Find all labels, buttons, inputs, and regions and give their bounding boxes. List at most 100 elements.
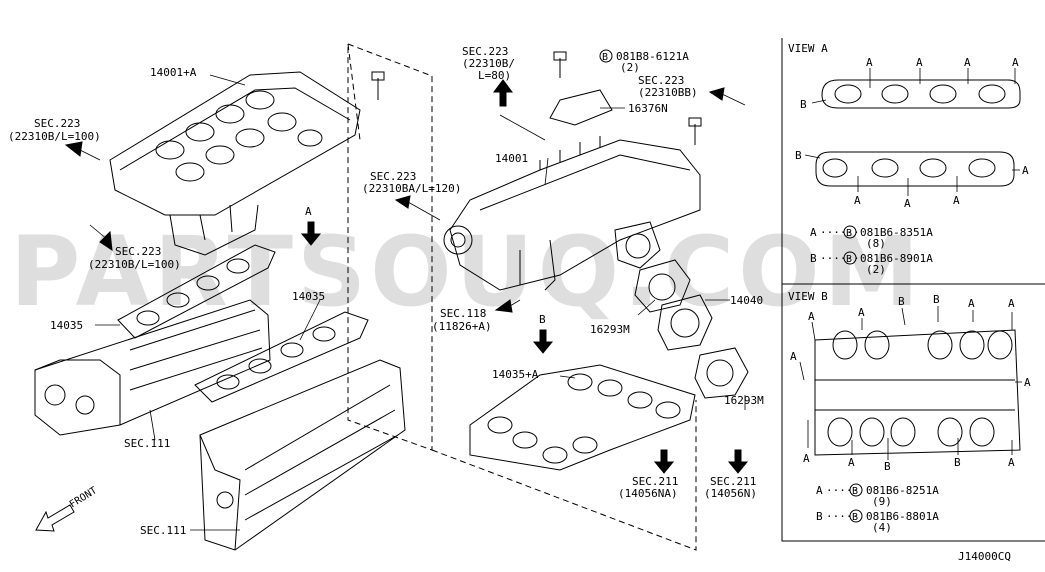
view-a-letter: A (866, 56, 873, 69)
label-sec211-n: SEC.211 (710, 475, 756, 488)
label-sec211-na-sub: (14056NA) (618, 487, 678, 500)
bolt-icon (371, 51, 702, 145)
bolt-b-circle (599, 49, 613, 63)
label-14040: 14040 (730, 294, 763, 307)
label-sec111-a: SEC.111 (124, 437, 170, 450)
view-a-letter: A (953, 194, 960, 207)
label-view-b-arrow: B (539, 313, 546, 326)
gasket-16293m-a (634, 259, 691, 313)
view-a-letter: A (964, 56, 971, 69)
label-sec223-top-sub: (22310B/L=100) (8, 130, 101, 143)
view-b-legend: A ····· B 081B6-8251A (9) B ····· B 081B… (816, 483, 939, 534)
view-a-title: VIEW A (788, 42, 828, 55)
diagram-code: J14000CQ (958, 550, 1011, 563)
legend-qty: (2) (866, 263, 886, 276)
label-bolt-top-qty: (2) (620, 61, 640, 74)
view-b-letter: A (1008, 297, 1015, 310)
label-16293m-a: 16293M (590, 323, 630, 336)
view-b-letter: A (790, 350, 797, 363)
view-b-markers: A B B A A A A A A B B A A (790, 293, 1031, 473)
label-sec223-l80: SEC.223 (462, 45, 508, 58)
legend-qty: (4) (872, 521, 892, 534)
view-b-letter: B (884, 460, 891, 473)
gasket-14040 (657, 294, 713, 351)
label-view-a-arrow: A (305, 205, 312, 218)
intake-gasket-left (117, 244, 276, 339)
view-a-letter: A (1012, 56, 1019, 69)
legend-circle: B (846, 254, 852, 265)
view-b-letter: B (954, 456, 961, 469)
label-sec223-bottom-sub: (22310B/L=100) (88, 258, 181, 271)
view-b-letter: A (968, 297, 975, 310)
cylinder-head-left (34, 299, 271, 436)
label-14035-left: 14035 (50, 319, 83, 332)
view-b-letter: A (1024, 376, 1031, 389)
front-direction-indicator: FRONT (35, 485, 99, 532)
view-b-letter: A (808, 310, 815, 323)
label-16376n: 16376N (628, 102, 668, 115)
svg-text:······: ······ (820, 226, 860, 239)
legend-key: B (810, 252, 817, 265)
label-sec223-bottom: SEC.223 (115, 245, 161, 258)
view-a-letter: B (795, 149, 802, 162)
label-sec211-na: SEC.211 (632, 475, 678, 488)
view-a-letter: A (904, 197, 911, 210)
legend-key: A (810, 226, 817, 239)
legend-part: 081B6-8251A (866, 484, 939, 497)
label-bolt-top-circle: B (602, 52, 608, 63)
view-a-markers: A A A A B B A A A A (795, 56, 1029, 210)
view-b-letter: A (858, 306, 865, 319)
legend-part: 081B6-8351A (860, 226, 933, 239)
view-a-letter: A (1022, 164, 1029, 177)
gasket-16293m-b (694, 347, 749, 399)
label-sec223-ba-sub: (22310BA/L=120) (362, 182, 461, 195)
cylinder-head-right (199, 359, 406, 551)
legend-key: B (816, 510, 823, 523)
legend-qty: (8) (866, 237, 886, 250)
view-a-letter: A (916, 56, 923, 69)
legend-circle: B (852, 512, 858, 523)
legend-qty: (9) (872, 495, 892, 508)
label-16293m-b: 16293M (724, 394, 764, 407)
label-sec118: SEC.118 (440, 307, 486, 320)
view-b-letter: A (848, 456, 855, 469)
part-labels: 14001+A SEC.223 (22310B/L=100) SEC.223 (… (8, 45, 764, 537)
upper-intake-manifold-left (109, 71, 361, 256)
view-a-legend: A ······ B 081B6-8351A (8) B ······ B 08… (810, 225, 933, 276)
label-sec223-ba: SEC.223 (370, 170, 416, 183)
watermark: PARTSOUQ.COM (10, 216, 923, 328)
direction-arrows (64, 79, 749, 474)
view-a-letter: A (854, 194, 861, 207)
front-label: FRONT (68, 485, 99, 510)
label-14001: 14001 (495, 152, 528, 165)
legend-circle: B (846, 228, 852, 239)
legend-part: 081B6-8901A (860, 252, 933, 265)
label-sec223-bb-sub: (22310BB) (638, 86, 698, 99)
view-b-letter: A (1008, 456, 1015, 469)
throttle-adapter (614, 221, 661, 269)
legend-circle: B (852, 486, 858, 497)
label-sec223-top: SEC.223 (34, 117, 80, 130)
view-b-letter: A (803, 452, 810, 465)
label-14001a: 14001+A (150, 66, 197, 79)
view-a-panel: VIEW A A A A A B B A A A A A ······ (781, 38, 1045, 285)
label-sec211-n-sub: (14056N) (704, 487, 757, 500)
label-sec223-l80-sub: (22310B/ (462, 57, 515, 70)
upper-intake-manifold-center (443, 89, 701, 291)
label-sec223-l80-len: L=80) (478, 69, 511, 82)
view-b-letter: B (933, 293, 940, 306)
view-b-title: VIEW B (788, 290, 828, 303)
legend-key: A (816, 484, 823, 497)
assembly-outline (347, 43, 697, 551)
label-sec223-bb: SEC.223 (638, 74, 684, 87)
intake-gasket-right (194, 311, 369, 403)
view-b-letter: B (898, 295, 905, 308)
svg-text:······: ······ (820, 252, 860, 265)
label-14035a: 14035+A (492, 368, 539, 381)
view-a-letter: B (800, 98, 807, 111)
legend-part: 081B6-8801A (866, 510, 939, 523)
label-14035-right: 14035 (292, 290, 325, 303)
label-bolt-top: 081B8-6121A (616, 50, 689, 63)
label-sec111-b: SEC.111 (140, 524, 186, 537)
